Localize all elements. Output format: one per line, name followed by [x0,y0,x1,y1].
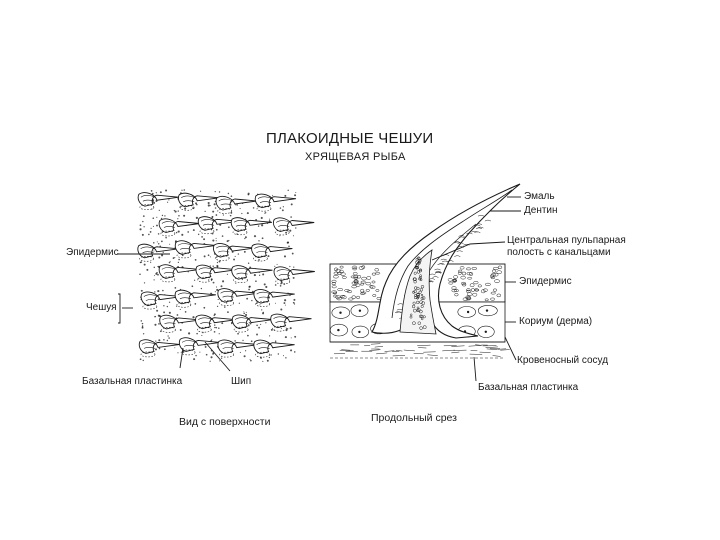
section-pulp-cavity [399,249,437,335]
surface-scale [270,313,312,332]
label-dentin: Дентин [524,205,558,216]
surface-scale [158,218,200,237]
label-basal-plate-left: Базальная пластинка [82,376,183,387]
label-basal-plate-right: Базальная пластинка [478,382,579,393]
label-corium: Кориум (дерма) [519,316,593,327]
surface-scale [140,291,182,310]
leader-spine [204,341,231,372]
section-deep-fibres [333,343,510,357]
section-view-drawing [329,183,521,359]
surface-scale [138,339,181,358]
surface-scale [231,314,274,333]
surface-scale [273,217,315,236]
leader-vessel [504,336,517,361]
surface-scale [213,243,255,261]
surface-scale [195,314,237,333]
section-leader-lines [431,196,521,382]
surface-scale [137,192,179,210]
label-spine: Шип [231,376,252,387]
label-epidermis-right: Эпидермис [519,276,572,287]
surface-leader-lines [117,253,231,372]
surface-scale [195,264,237,283]
surface-scale [178,192,220,211]
label-epidermis-left: Эпидермис [66,247,119,258]
surface-scale [215,195,257,214]
label-enamel: Эмаль [524,191,555,202]
surface-scale [174,289,216,308]
surface-scale [230,217,273,236]
surface-scale [158,264,200,283]
surface-scale [197,216,240,235]
surface-scales [137,192,315,358]
surface-scale [178,337,221,356]
section-epidermis-cells [331,265,503,302]
surface-scale [231,265,273,284]
diagram-subtitle: ХРЯЩЕВАЯ РЫБА [305,151,406,163]
surface-scale [174,240,217,259]
label-vessel: Кровеносный сосуд [517,355,609,366]
surface-scale [159,314,201,333]
section-pulp-dots [409,256,427,330]
scale-bracket [118,293,121,324]
surface-scale [254,193,297,212]
leader-pulp [431,241,506,261]
surface-view-drawing [137,188,315,365]
surface-scale [273,266,315,285]
surface-scale [217,288,259,307]
label-pulp-line2: полость с канальцами [507,247,611,258]
surface-scale [253,339,295,358]
surface-scale [253,289,295,307]
caption-surface-view: Вид с поверхности [179,416,271,428]
surface-scale [217,339,259,358]
label-scale: Чешуя [86,302,117,313]
caption-section-view: Продольный срез [371,412,457,424]
leader-basal-plate-left [179,347,184,369]
leader-basal-plate-right [473,356,477,382]
diagram-title: ПЛАКОИДНЫЕ ЧЕШУИ [266,130,434,147]
label-pulp-line1: Центральная пульпарная [507,235,626,246]
surface-scale [251,243,293,262]
